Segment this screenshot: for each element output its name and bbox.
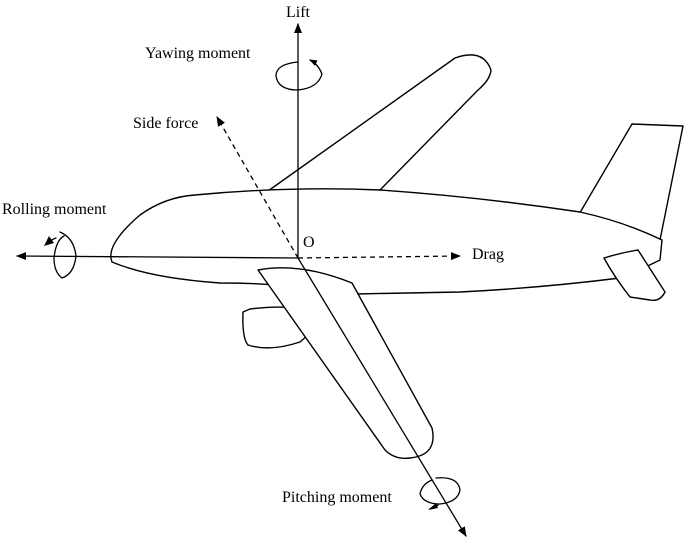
pitching-moment-label: Pitching moment (282, 489, 392, 506)
side-force-label: Side force (133, 115, 198, 132)
yawing-moment-curl-icon (275, 59, 323, 91)
lift-label: Lift (286, 4, 311, 21)
fuselage (110, 188, 663, 295)
drag-label: Drag (472, 246, 504, 263)
drag-axis-arrow (297, 252, 461, 261)
rolling-moment-curl-icon (53, 231, 77, 279)
far-wing (267, 54, 492, 192)
origin-label: O (303, 234, 315, 251)
pitch-axis-arrow (297, 257, 467, 537)
yawing-moment-label: Yawing moment (145, 45, 251, 62)
rolling-moment-arrowhead-icon (44, 236, 54, 246)
horizontal-stabilizer (603, 249, 666, 302)
rolling-moment-label: Rolling moment (2, 201, 107, 218)
pitching-moment-curl-icon (419, 477, 461, 505)
side-force-axis-arrow (216, 116, 299, 259)
near-wing (257, 267, 434, 460)
roll-axis-arrow (16, 252, 299, 261)
